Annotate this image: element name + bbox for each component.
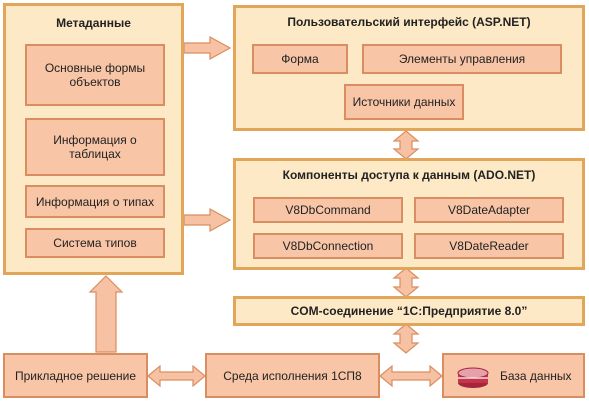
arrow-metadata-to-ado (183, 207, 232, 233)
arrow-ui-ado (392, 130, 420, 160)
ado-connection-box: V8DbConnection (253, 233, 403, 259)
ado-command-box: V8DbCommand (253, 197, 403, 223)
ui-form-box: Форма (252, 44, 348, 74)
ui-datasources-box: Источники данных (344, 84, 464, 120)
runtime-box: Среда исполнения 1СП8 (205, 353, 380, 398)
ado-reader-box: V8DateReader (414, 233, 564, 259)
metadata-item-main-forms: Основные формы объектов (25, 44, 165, 106)
metadata-item-type-info: Информация о типах (25, 185, 165, 218)
metadata-item-table-info: Информация о таблицах (25, 118, 165, 176)
com-panel (233, 296, 585, 326)
ado-adapter-box: V8DateAdapter (414, 197, 564, 223)
arrow-runtime-db (379, 364, 443, 388)
app-solution-box: Прикладное решение (3, 353, 148, 398)
metadata-item-type-system: Система типов (25, 228, 165, 258)
ui-controls-box: Элементы управления (362, 44, 562, 74)
arrow-app-runtime (147, 364, 206, 388)
database-box: База данных (442, 353, 585, 398)
com-label: COM-соединение “1С:Предприятие 8.0” (290, 304, 528, 318)
ado-title: Компоненты доступа к данным (ADO.NET) (282, 168, 536, 182)
arrow-com-runtime (392, 323, 420, 354)
arrow-ado-com (392, 267, 420, 298)
ui-title: Пользовательский интерфейс (ASP.NET) (287, 15, 531, 29)
database-label: База данных (500, 368, 572, 383)
arrow-metadata-to-ui (183, 35, 232, 61)
database-icon (457, 367, 489, 388)
arrow-app-to-metadata (88, 275, 124, 353)
metadata-title: Метаданные (56, 16, 131, 30)
